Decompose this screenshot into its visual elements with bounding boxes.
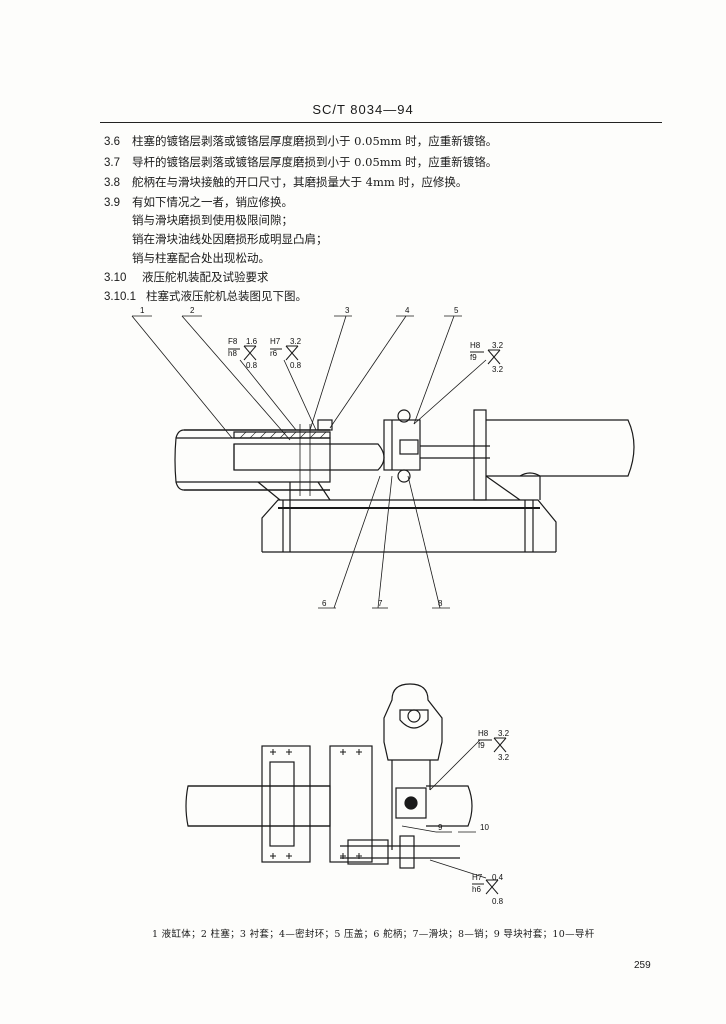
clause-3-9: 3.9 有如下情况之一者，销应修换。	[104, 195, 293, 210]
clause-number: 3.9	[104, 197, 120, 209]
callout-9: 9	[438, 823, 443, 832]
callout-6: 6	[322, 599, 327, 608]
fit4-ra1: 3.2	[498, 729, 510, 738]
fit2-ra2: 0.8	[290, 361, 302, 370]
fit1-upper: F8	[228, 337, 238, 346]
tiller	[383, 683, 443, 761]
callout-10: 10	[480, 823, 489, 832]
cylinder-body	[174, 437, 331, 483]
fit4-lower: f9	[478, 741, 485, 750]
callout-4: 4	[405, 306, 410, 315]
clause-number: 3.7	[104, 157, 120, 169]
section-number: 3.10.1	[104, 291, 136, 303]
fit5-upper: H7	[472, 873, 483, 882]
clause-text: 舵柄在与滑块接触的开口尺寸，其磨损量大于 4mm 时，应修换。	[132, 175, 468, 189]
fit2-lower: r6	[270, 349, 278, 358]
callout-2: 2	[190, 306, 195, 315]
fit2-upper: H7	[270, 337, 281, 346]
elevation-view	[174, 409, 635, 553]
callout-7: 7	[378, 599, 383, 608]
callout-5: 5	[454, 306, 459, 315]
fit3-ra1: 3.2	[492, 341, 504, 350]
page-header: SC/T 8034—94	[312, 102, 414, 117]
fit5-ra1: 0.4	[492, 873, 504, 882]
section-title: 液压舵机装配及试验要求	[142, 270, 269, 284]
fit3-ra2: 3.2	[492, 365, 504, 374]
header-rule	[100, 122, 662, 123]
fit4-ra2: 3.2	[498, 753, 510, 762]
clause-3-8: 3.8 舵柄在与滑块接触的开口尺寸，其磨损量大于 4mm 时，应修换。	[104, 175, 467, 190]
callout-3: 3	[345, 306, 350, 315]
roughness-symbols	[228, 345, 507, 895]
clause-text: 柱塞的镀铬层剥落或镀铬层厚度磨损到小于 0.05mm 时，应重新镀铬。	[132, 134, 498, 148]
clause-text: 导杆的镀铬层剥落或镀铬层厚度磨损到小于 0.05mm 时，应重新镀铬。	[132, 155, 498, 169]
fit1-ra1: 1.6	[246, 337, 258, 346]
clause-3-7: 3.7 导杆的镀铬层剥落或镀铬层厚度磨损到小于 0.05mm 时，应重新镀铬。	[104, 155, 497, 170]
fit5-lower: h6	[472, 885, 481, 894]
fit3-lower: f9	[470, 353, 477, 362]
fit2-ra1: 3.2	[290, 337, 302, 346]
callout-1: 1	[140, 306, 145, 315]
fit4-upper: H8	[478, 729, 489, 738]
plan-view	[185, 683, 487, 879]
fit5-ra2: 0.8	[492, 897, 504, 906]
clause-number: 3.8	[104, 177, 120, 189]
section-text: 柱塞式液压舵机总装图见下图。	[146, 289, 307, 303]
sub-item: 销在滑块油线处因磨损形成明显凸肩；	[132, 232, 328, 246]
fit1-lower: h8	[228, 349, 237, 358]
clause-number: 3.6	[104, 136, 120, 148]
right-cylinder	[486, 419, 635, 477]
clause-text: 有如下情况之一者，销应修换。	[132, 195, 293, 209]
section-3-10: 3.10 液压舵机装配及试验要求	[104, 270, 269, 285]
fit1-ra2: 0.8	[246, 361, 258, 370]
base-frame	[261, 499, 557, 552]
sub-item: 销与滑块磨损到使用极限间隙；	[132, 213, 293, 227]
callout-8: 8	[438, 599, 443, 608]
clause-3-6: 3.6 柱塞的镀铬层剥落或镀铬层厚度磨损到小于 0.05mm 时，应重新镀铬。	[104, 134, 497, 149]
slide-block	[395, 787, 427, 819]
figure-caption: 1 液缸体；2 柱塞；3 衬套；4—密封环；5 压盖；6 舵柄；7—滑块；8—销…	[152, 929, 595, 940]
page-number: 259	[634, 960, 651, 971]
section-number: 3.10	[104, 272, 127, 284]
section-3-10-1: 3.10.1 柱塞式液压舵机总装图见下图。	[104, 289, 307, 304]
fit3-upper: H8	[470, 341, 481, 350]
sub-item: 销与柱塞配合处出现松动。	[132, 251, 270, 265]
